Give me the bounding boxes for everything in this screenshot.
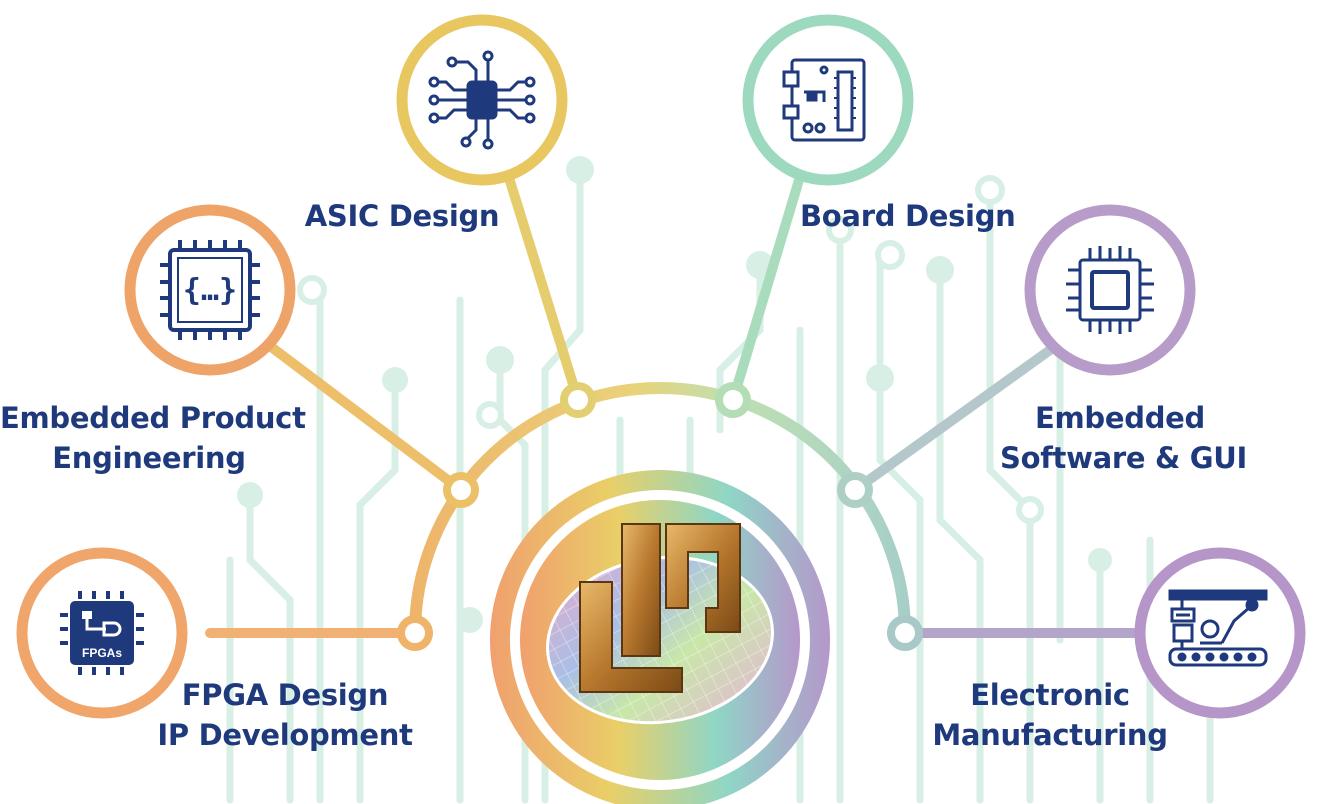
service-circle-embedded-software[interactable] (1024, 204, 1196, 376)
label-fpga: FPGA Design IP Development (150, 675, 420, 755)
label-asic-text: ASIC Design (304, 199, 500, 233)
junction-fpga (397, 615, 433, 651)
fpga-chip-text: FPGAs (82, 646, 122, 660)
junction-manufacturing (887, 615, 923, 651)
junction-embedded-product (443, 472, 479, 508)
label-manufacturing-line2: Manufacturing (932, 718, 1168, 752)
svg-text:{…}: {…} (183, 273, 237, 308)
logo-mark (579, 523, 741, 693)
service-circle-embedded-product[interactable]: {…} (124, 204, 296, 376)
central-arc (409, 382, 911, 634)
chip-circuit-icon (428, 50, 536, 150)
label-embedded-product-line1: Embedded Product (0, 401, 306, 435)
label-board: Board Design (800, 196, 1016, 236)
code-chip-icon: {…} (160, 240, 260, 340)
label-fpga-line1: FPGA Design (181, 678, 389, 712)
label-manufacturing-line1: Electronic (970, 678, 1130, 712)
junction-asic (560, 382, 596, 418)
label-manufacturing: Electronic Manufacturing (930, 675, 1170, 755)
label-embedded-software-line2: Software & GUI (1000, 441, 1248, 475)
processor-icon (1066, 246, 1154, 334)
circuit-board-icon (782, 58, 866, 142)
junction-board (715, 382, 751, 418)
arc-junction-nodes (397, 382, 923, 651)
connector-lines (205, 160, 1145, 638)
service-circle-fpga[interactable]: FPGAs (16, 547, 188, 719)
label-asic: ASIC Design (302, 196, 502, 236)
company-logo (490, 470, 830, 804)
label-board-text: Board Design (800, 199, 1016, 233)
service-circle-board[interactable] (742, 14, 914, 186)
label-embedded-software-line1: Embedded (1035, 401, 1205, 435)
junction-embedded-software (837, 472, 873, 508)
fpga-chip-icon: FPGAs (60, 591, 144, 675)
service-circle-asic[interactable] (396, 14, 568, 186)
service-circle-manufacturing[interactable] (1134, 547, 1306, 719)
label-embedded-software: Embedded Software & GUI (1000, 398, 1248, 478)
label-embedded-product: Embedded Product Engineering (0, 398, 306, 478)
assembly-line-icon (1168, 589, 1268, 667)
label-fpga-line2: IP Development (157, 718, 413, 752)
background-circuit-pads (237, 156, 1112, 633)
label-embedded-product-line2: Engineering (52, 441, 246, 475)
background-circuit-rings (297, 175, 1044, 524)
